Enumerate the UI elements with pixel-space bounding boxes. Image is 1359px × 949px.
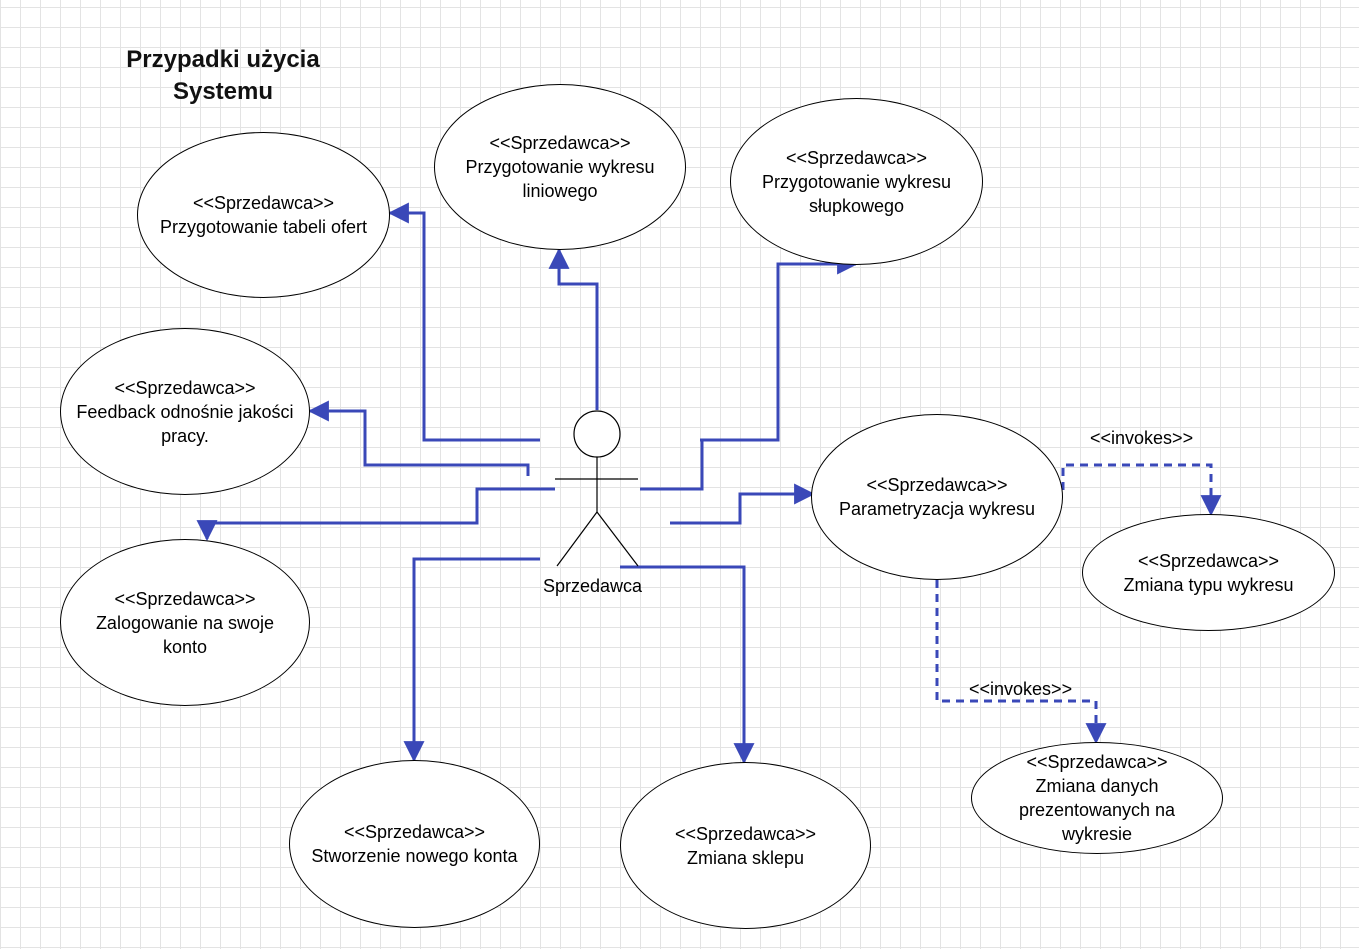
use-case-stereotype: <<Sprzedawca>> <box>1026 752 1168 772</box>
arrow-to-slupkowy <box>700 253 859 442</box>
arrow-to-liniowy <box>548 247 599 410</box>
invokes-label-typ: <<invokes>> <box>1090 428 1194 448</box>
arrow-to-konto <box>403 557 540 763</box>
use-case-logowanie[interactable]: <<Sprzedawca>> Zalogowanie na swoje kont… <box>60 539 310 706</box>
use-case-name: Zmiana danych prezentowanych na wykresie <box>1018 776 1176 844</box>
use-case-name: Przygotowanie tabeli ofert <box>159 217 368 237</box>
use-case-name: Przygotowanie wykresu liniowego <box>465 157 655 201</box>
use-case-stereotype: <<Sprzedawca>> <box>114 377 256 398</box>
use-case-name: Przygotowanie wykresu słupkowego <box>761 171 952 216</box>
use-case-name: Zmiana typu wykresu <box>1123 574 1294 595</box>
use-case-stereotype: <<Sprzedawca>> <box>192 193 335 213</box>
use-case-tabela-ofert[interactable]: <<Sprzedawca>> Przygotowanie tabeli ofer… <box>137 132 390 298</box>
actor-head <box>573 410 621 458</box>
use-case-parametryzacja[interactable]: <<Sprzedawca>> Parametryzacja wykresu <box>811 414 1063 580</box>
use-case-nowe-konto[interactable]: <<Sprzedawca>> Stworzenie nowego konta <box>289 760 540 928</box>
use-case-stereotype: <<Sprzedawca>> <box>114 588 256 609</box>
use-case-stereotype: <<Sprzedawca>> <box>343 822 486 842</box>
arrow-to-sklep <box>620 565 755 765</box>
use-case-stereotype: <<Sprzedawca>> <box>866 475 1008 495</box>
use-case-stereotype: <<Sprzedawca>> <box>785 147 928 168</box>
use-case-name: Feedback odnośnie jakości pracy. <box>76 401 294 446</box>
arrow-to-parametryzacja <box>670 483 816 525</box>
use-case-wykres-slupkowy[interactable]: <<Sprzedawca>> Przygotowanie wykresu słu… <box>730 98 983 265</box>
use-case-name: Stworzenie nowego konta <box>311 846 518 866</box>
use-case-stereotype: <<Sprzedawca>> <box>674 823 817 844</box>
use-case-stereotype: <<Sprzedawca>> <box>489 133 631 153</box>
arrow-to-tabela <box>387 202 540 442</box>
use-case-name: Zalogowanie na swoje konto <box>95 612 275 657</box>
arrow-to-logowanie <box>196 487 555 542</box>
invokes-arrow-dane <box>935 580 1107 745</box>
use-case-zmiana-danych[interactable]: <<Sprzedawca>> Zmiana danych prezentowan… <box>971 742 1223 854</box>
actor-label: Sprzedawca <box>543 576 643 596</box>
use-case-name: Zmiana sklepu <box>686 847 805 868</box>
diagram-title: Przypadki użycia Systemu <box>126 46 320 105</box>
invokes-arrow-typ <box>1061 463 1222 517</box>
actor-figure <box>555 410 639 567</box>
use-case-name: Parametryzacja wykresu <box>838 499 1036 519</box>
use-case-stereotype: <<Sprzedawca>> <box>1137 550 1280 571</box>
use-case-zmiana-typu[interactable]: <<Sprzedawca>> Zmiana typu wykresu <box>1082 514 1335 631</box>
use-case-zmiana-sklepu[interactable]: <<Sprzedawca>> Zmiana sklepu <box>620 762 871 929</box>
arrow-to-feedback <box>307 400 530 476</box>
invokes-label-dane: <<invokes>> <box>969 679 1073 699</box>
use-case-wykres-liniowy[interactable]: <<Sprzedawca>> Przygotowanie wykresu lin… <box>434 84 686 250</box>
arrow-from-parametryzacja-top <box>640 440 704 491</box>
use-case-feedback[interactable]: <<Sprzedawca>> Feedback odnośnie jakości… <box>60 328 310 495</box>
